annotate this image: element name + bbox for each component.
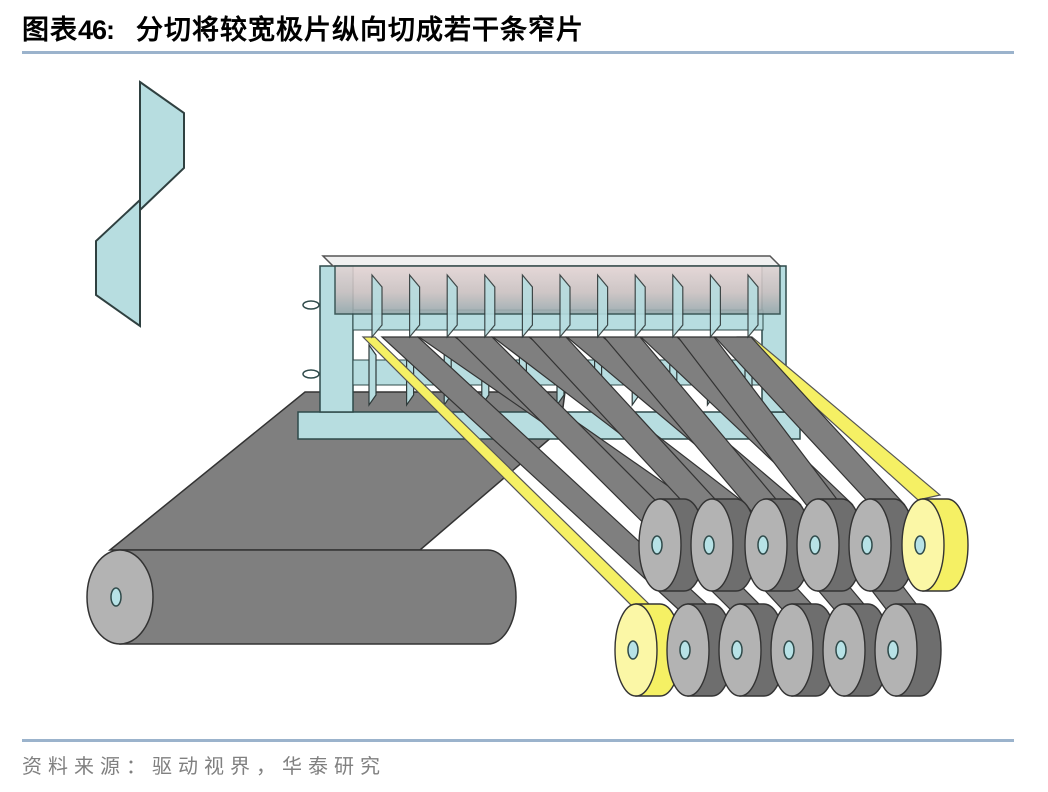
output-roll — [874, 603, 942, 697]
title-divider — [22, 51, 1014, 54]
slitting-diagram — [86, 80, 969, 697]
figure-title-text: 分切将较宽极片纵向切成若干条窄片 — [136, 15, 585, 46]
output-roll — [848, 498, 916, 592]
upper-blade — [634, 273, 646, 339]
upper-blade — [371, 273, 383, 339]
housing-top-edge — [321, 255, 782, 267]
roll-hub-icon — [731, 640, 743, 660]
roll-hub-icon — [887, 640, 899, 660]
upper-blade — [409, 273, 421, 339]
roll-hub-icon — [757, 535, 769, 555]
roll-hub-icon — [914, 535, 926, 555]
roll-hub-icon — [703, 535, 715, 555]
handle-lower — [302, 369, 320, 379]
roll-hub-icon — [783, 640, 795, 660]
upper-blade — [521, 273, 534, 339]
upper-blade — [747, 273, 759, 339]
source-note: 资料来源：驱动视界，华泰研究 — [22, 754, 386, 778]
wide-electrode-roll — [86, 549, 517, 645]
roll-hub-icon — [651, 535, 663, 555]
roll-hub-icon — [861, 535, 873, 555]
lower-blade — [368, 343, 377, 407]
roll-hub-icon — [627, 640, 639, 660]
upper-blade — [596, 273, 609, 339]
figure-label-number: 46: — [78, 15, 115, 45]
upper-blade — [484, 273, 496, 339]
upper-blade — [672, 273, 684, 339]
edge-trim-roll-right — [901, 498, 969, 592]
source-divider — [22, 739, 1014, 742]
roll-hub-icon — [110, 587, 122, 607]
figure-label-prefix: 图表 — [22, 15, 78, 46]
blade-icon-upper — [139, 80, 185, 213]
roll-hub-icon — [809, 535, 821, 555]
output-rolls-bottom-row — [614, 603, 942, 697]
roll-hub-icon — [835, 640, 847, 660]
roll-body — [119, 549, 517, 645]
figure-title: 图表46: 分切将较宽极片纵向切成若干条窄片 — [22, 10, 584, 50]
upper-blade — [446, 273, 458, 339]
upper-blade — [709, 273, 722, 339]
upper-blade-row — [371, 273, 759, 339]
slitting-blade-icon — [95, 80, 185, 328]
upper-blade — [559, 273, 571, 339]
output-rolls-top-row — [638, 498, 969, 592]
roll-hub-icon — [679, 640, 691, 660]
output-roll — [690, 498, 758, 592]
handle-upper — [302, 300, 320, 310]
blade-icon-lower — [95, 197, 141, 328]
